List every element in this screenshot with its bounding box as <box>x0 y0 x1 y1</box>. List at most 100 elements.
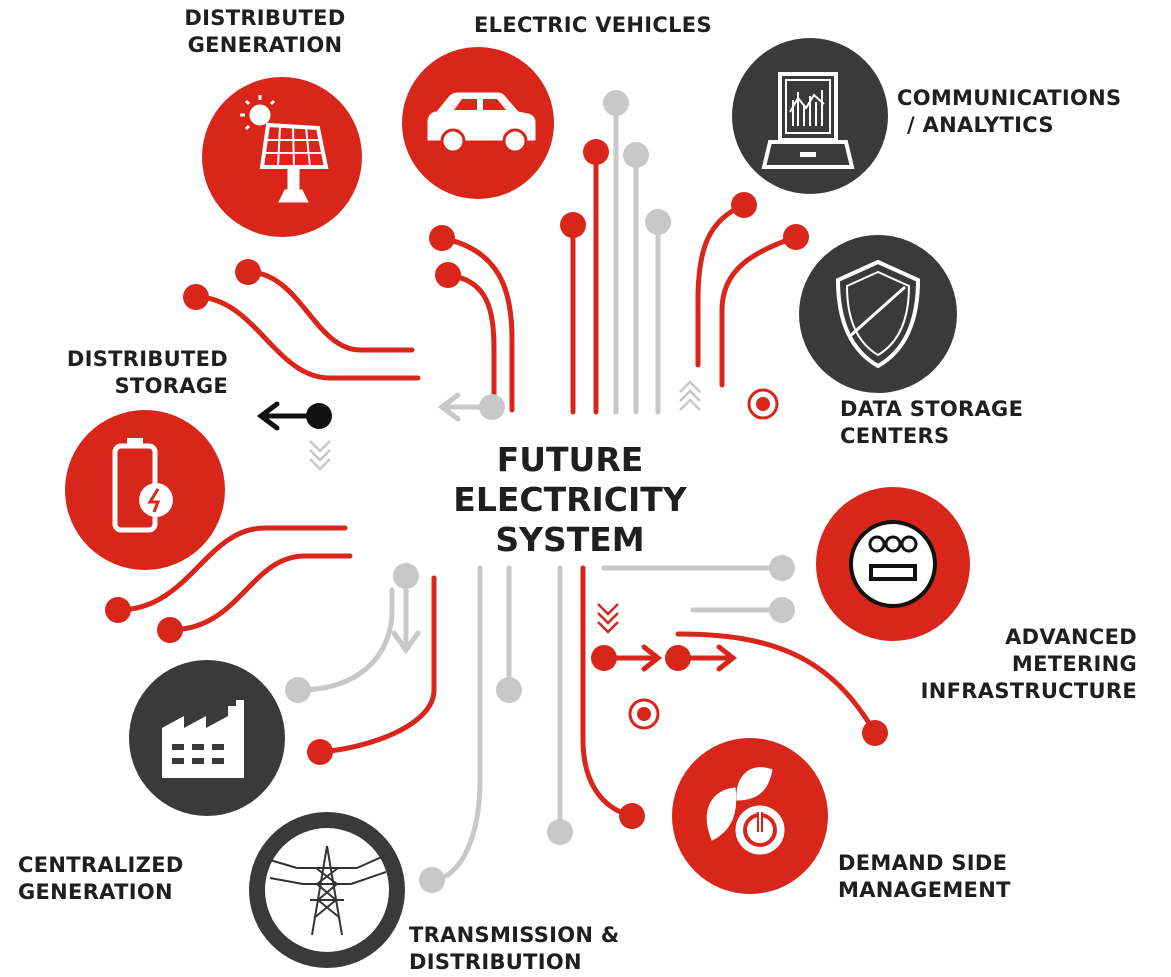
label-line: STORAGE <box>114 374 228 398</box>
connector-dot <box>183 284 209 310</box>
label-line: GENERATION <box>18 880 173 904</box>
distributed-storage-label: DISTRIBUTED STORAGE <box>20 346 228 400</box>
center-title-line2: ELECTRICITY <box>453 480 687 519</box>
centralized-generation-node <box>129 660 285 816</box>
transmission-distribution-node <box>249 812 405 968</box>
connector-dot <box>769 555 795 581</box>
label-line: DISTRIBUTED <box>184 6 346 30</box>
label-line: DISTRIBUTED <box>66 347 228 371</box>
connector-line <box>719 234 799 388</box>
connector-dot <box>285 677 311 703</box>
connector-dot <box>419 867 445 893</box>
target-icon <box>628 698 660 730</box>
power-tower-icon <box>269 845 387 936</box>
connector-line <box>167 553 353 633</box>
connector-dot <box>862 720 888 746</box>
connector-line <box>115 525 348 613</box>
connector-line <box>429 565 483 883</box>
distributed-generation-node <box>202 77 362 237</box>
label-line: DEMAND SIDE <box>838 851 1008 875</box>
connector-dot <box>157 617 183 643</box>
electric-vehicles-label: ELECTRIC VEHICLES <box>474 12 712 39</box>
connector-dot <box>547 819 573 845</box>
connector-dot <box>435 262 461 288</box>
car-icon <box>427 92 536 154</box>
connector-line <box>193 294 421 381</box>
center-title-line1: FUTURE <box>496 440 644 479</box>
label-line: TRANSMISSION & <box>409 923 620 947</box>
label-line: DATA STORAGE <box>840 397 1024 421</box>
connector-line <box>580 565 635 819</box>
data-storage-centers-node <box>799 235 957 393</box>
connector-dot <box>560 212 586 238</box>
connector-lines <box>105 90 888 893</box>
label-line: INFRASTRUCTURE <box>920 679 1137 703</box>
connector-line <box>675 631 878 736</box>
centralized-generation-label: CENTRALIZED GENERATION <box>18 852 184 906</box>
leaf-power-icon <box>706 767 785 855</box>
connector-dot <box>591 645 617 671</box>
meter-icon <box>849 520 937 608</box>
connector-dot <box>105 597 131 623</box>
center-title-line3: SYSTEM <box>495 520 645 559</box>
distributed-storage-node <box>65 410 225 570</box>
chevron-down-icon <box>309 440 331 471</box>
arrow-head <box>716 644 738 672</box>
label-line: CENTERS <box>840 424 950 448</box>
connector-dot <box>619 803 645 829</box>
label-line: DISTRIBUTION <box>409 950 582 974</box>
solar-panel-icon <box>240 95 329 203</box>
connector-dot <box>307 739 333 765</box>
connector-dot <box>306 403 332 429</box>
connector-dot <box>235 259 261 285</box>
connector-dot <box>623 142 649 168</box>
communications-analytics-label: COMMUNICATIONS / ANALYTICS <box>897 85 1121 139</box>
chevron-up-icon <box>679 380 701 411</box>
center-title: FUTURE ELECTRICITY SYSTEM <box>440 440 700 560</box>
connector-line <box>445 272 497 398</box>
connector-dot <box>645 209 671 235</box>
connector-line <box>295 587 395 693</box>
label-line: ELECTRIC VEHICLES <box>474 13 712 37</box>
arrow-head <box>256 401 280 431</box>
connector-line <box>317 575 437 755</box>
connector-dot <box>393 563 419 589</box>
advanced-metering-infrastructure-node <box>816 487 970 641</box>
chevron-down-icon <box>597 603 619 634</box>
connector-line <box>439 235 515 413</box>
demand-side-management-node <box>672 738 828 894</box>
connector-dot <box>783 224 809 250</box>
label-line: GENERATION <box>187 33 343 57</box>
arrow-head <box>437 392 461 422</box>
arrow-head <box>641 644 663 672</box>
connector-dot <box>769 597 795 623</box>
communications-analytics-node <box>732 38 888 194</box>
connector-dot <box>429 225 455 251</box>
shield-icon <box>835 259 921 369</box>
advanced-metering-infrastructure-label: ADVANCED METERING INFRASTRUCTURE <box>870 624 1137 705</box>
laptop-chart-icon <box>761 72 855 169</box>
connector-line <box>695 202 747 368</box>
transmission-distribution-label: TRANSMISSION & DISTRIBUTION <box>409 922 620 976</box>
connector-dot <box>479 394 505 420</box>
label-line: CENTRALIZED <box>18 853 184 877</box>
connector-line <box>245 269 415 353</box>
connector-dot <box>496 677 522 703</box>
data-storage-centers-label: DATA STORAGE CENTERS <box>840 396 1023 450</box>
electric-vehicles-node <box>402 47 554 199</box>
connector-dot <box>665 645 691 671</box>
label-line: ADVANCED <box>1005 625 1137 649</box>
factory-icon <box>162 700 244 778</box>
label-line: MANAGEMENT <box>838 878 1011 902</box>
arrow-head <box>391 630 421 655</box>
target-icon <box>747 388 779 420</box>
label-line: METERING <box>1011 652 1137 676</box>
label-line: / ANALYTICS <box>907 113 1054 137</box>
battery-icon <box>112 438 173 533</box>
distributed-generation-label: DISTRIBUTED GENERATION <box>160 5 370 59</box>
connector-dot <box>603 90 629 116</box>
label-line: COMMUNICATIONS <box>897 86 1122 110</box>
demand-side-management-label: DEMAND SIDE MANAGEMENT <box>838 850 1011 904</box>
connector-dot <box>583 139 609 165</box>
